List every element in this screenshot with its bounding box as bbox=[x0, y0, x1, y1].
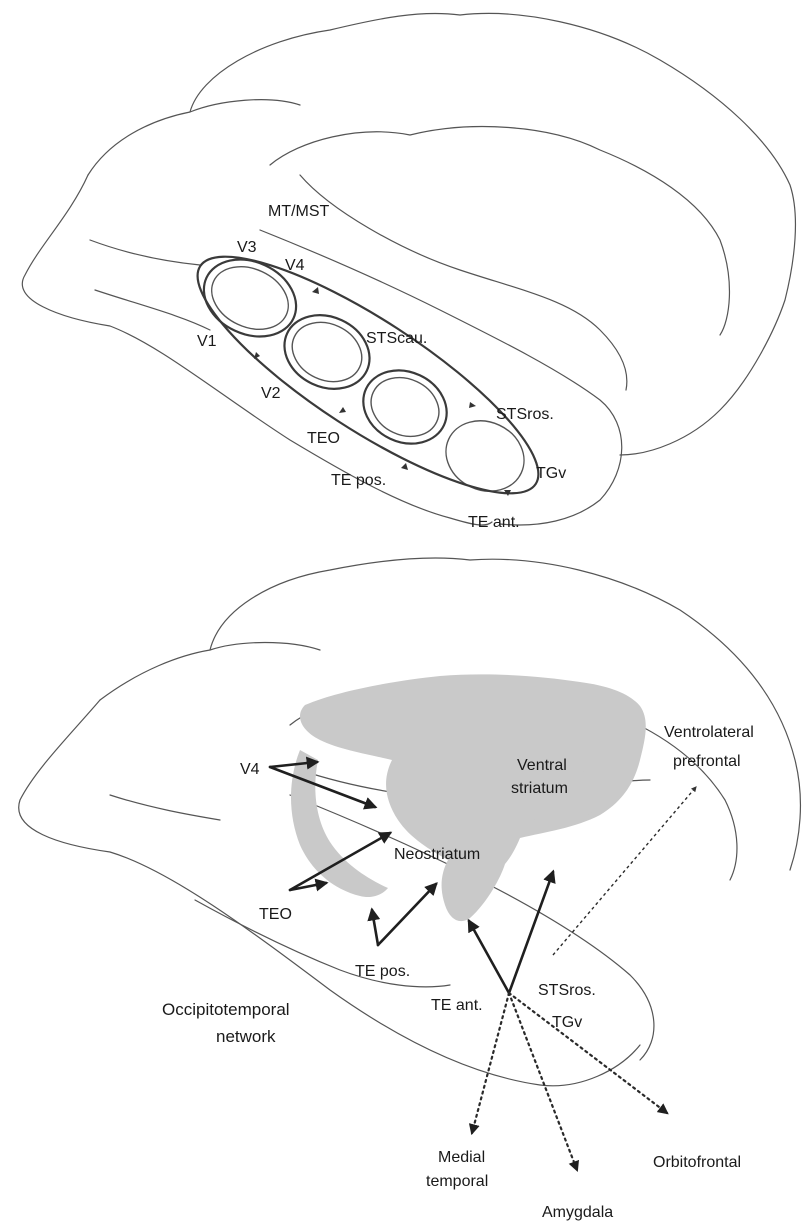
arrow-v4-to-neostriatum bbox=[270, 767, 375, 807]
label-te-pos-top: TE pos. bbox=[331, 472, 386, 489]
loop-tick-5 bbox=[401, 463, 408, 470]
top-hemisphere-outline bbox=[22, 175, 492, 525]
ring-v1-v3-inner bbox=[201, 255, 298, 341]
top-lateral-sulcus bbox=[95, 290, 210, 330]
striatum-tail bbox=[291, 750, 388, 897]
label-v4-bottom: V4 bbox=[240, 761, 260, 778]
label-medial-temporal-2: temporal bbox=[426, 1173, 488, 1190]
label-ventrolateral-2: prefrontal bbox=[673, 753, 741, 770]
arrow-teant-to-ventral-striatum bbox=[509, 872, 553, 993]
label-mt-mst: MT/MST bbox=[268, 203, 330, 220]
label-orbitofrontal: Orbitofrontal bbox=[653, 1154, 741, 1171]
arrow-to-orbitofrontal bbox=[509, 993, 667, 1113]
loop-tick-3 bbox=[339, 407, 346, 413]
top-inferior-sulcus bbox=[90, 240, 200, 265]
label-ventrolateral-1: Ventrolateral bbox=[664, 724, 754, 741]
top-parietal-fold bbox=[190, 100, 300, 112]
label-network-1: Occipitotemporal bbox=[162, 1000, 290, 1019]
label-te-ant-bottom: TE ant. bbox=[431, 997, 483, 1014]
label-medial-temporal-1: Medial bbox=[438, 1149, 485, 1166]
label-stscau: STScau. bbox=[366, 330, 427, 347]
label-amygdala: Amygdala bbox=[542, 1204, 613, 1221]
top-frontal-fold bbox=[270, 127, 729, 335]
top-panel: MT/MST V3 V4 V1 STScau. V2 STSros. TEO T… bbox=[22, 13, 795, 531]
label-ventral-striatum-2: striatum bbox=[511, 780, 568, 797]
label-teo-bottom: TEO bbox=[259, 906, 292, 923]
arrow-teant-to-tail bbox=[469, 921, 509, 993]
label-v2: V2 bbox=[261, 385, 281, 402]
label-v1: V1 bbox=[197, 333, 217, 350]
label-stsros-top: STSros. bbox=[496, 406, 554, 423]
label-tgv-bottom: TGv bbox=[552, 1014, 582, 1031]
top-sylvian-fissure bbox=[300, 175, 627, 390]
label-v3: V3 bbox=[237, 239, 257, 256]
arrow-tepos-to-neostriatum bbox=[378, 884, 436, 945]
loop-tick-1 bbox=[312, 287, 319, 294]
bottom-parietal-fold bbox=[210, 643, 320, 651]
loop-tick-4 bbox=[469, 402, 476, 408]
striatum-shading bbox=[291, 674, 646, 921]
label-te-pos-bottom: TE pos. bbox=[355, 963, 410, 980]
bottom-lateral-sulcus bbox=[195, 900, 450, 987]
arrow-tepos-to-tail bbox=[372, 910, 378, 945]
arrow-to-medial-temporal bbox=[472, 993, 509, 1133]
label-teo-top: TEO bbox=[307, 430, 340, 447]
label-ventral-striatum-1: Ventral bbox=[517, 757, 567, 774]
label-neostriatum: Neostriatum bbox=[394, 846, 480, 863]
top-brain-outline bbox=[22, 13, 795, 525]
top-labels: MT/MST V3 V4 V1 STScau. V2 STSros. TEO T… bbox=[197, 203, 566, 531]
loop-tick-2 bbox=[254, 352, 260, 359]
label-v4-top: V4 bbox=[285, 257, 305, 274]
label-te-ant-top: TE ant. bbox=[468, 514, 520, 531]
label-tgv-top: TGv bbox=[536, 465, 566, 482]
bottom-panel: Ventrolateral prefrontal V4 Ventral stri… bbox=[19, 558, 801, 1221]
label-stsros-bottom: STSros. bbox=[538, 982, 596, 999]
bottom-inferior-sulcus bbox=[110, 795, 220, 820]
label-network-2: network bbox=[216, 1027, 276, 1046]
top-hemisphere-top bbox=[88, 13, 795, 455]
